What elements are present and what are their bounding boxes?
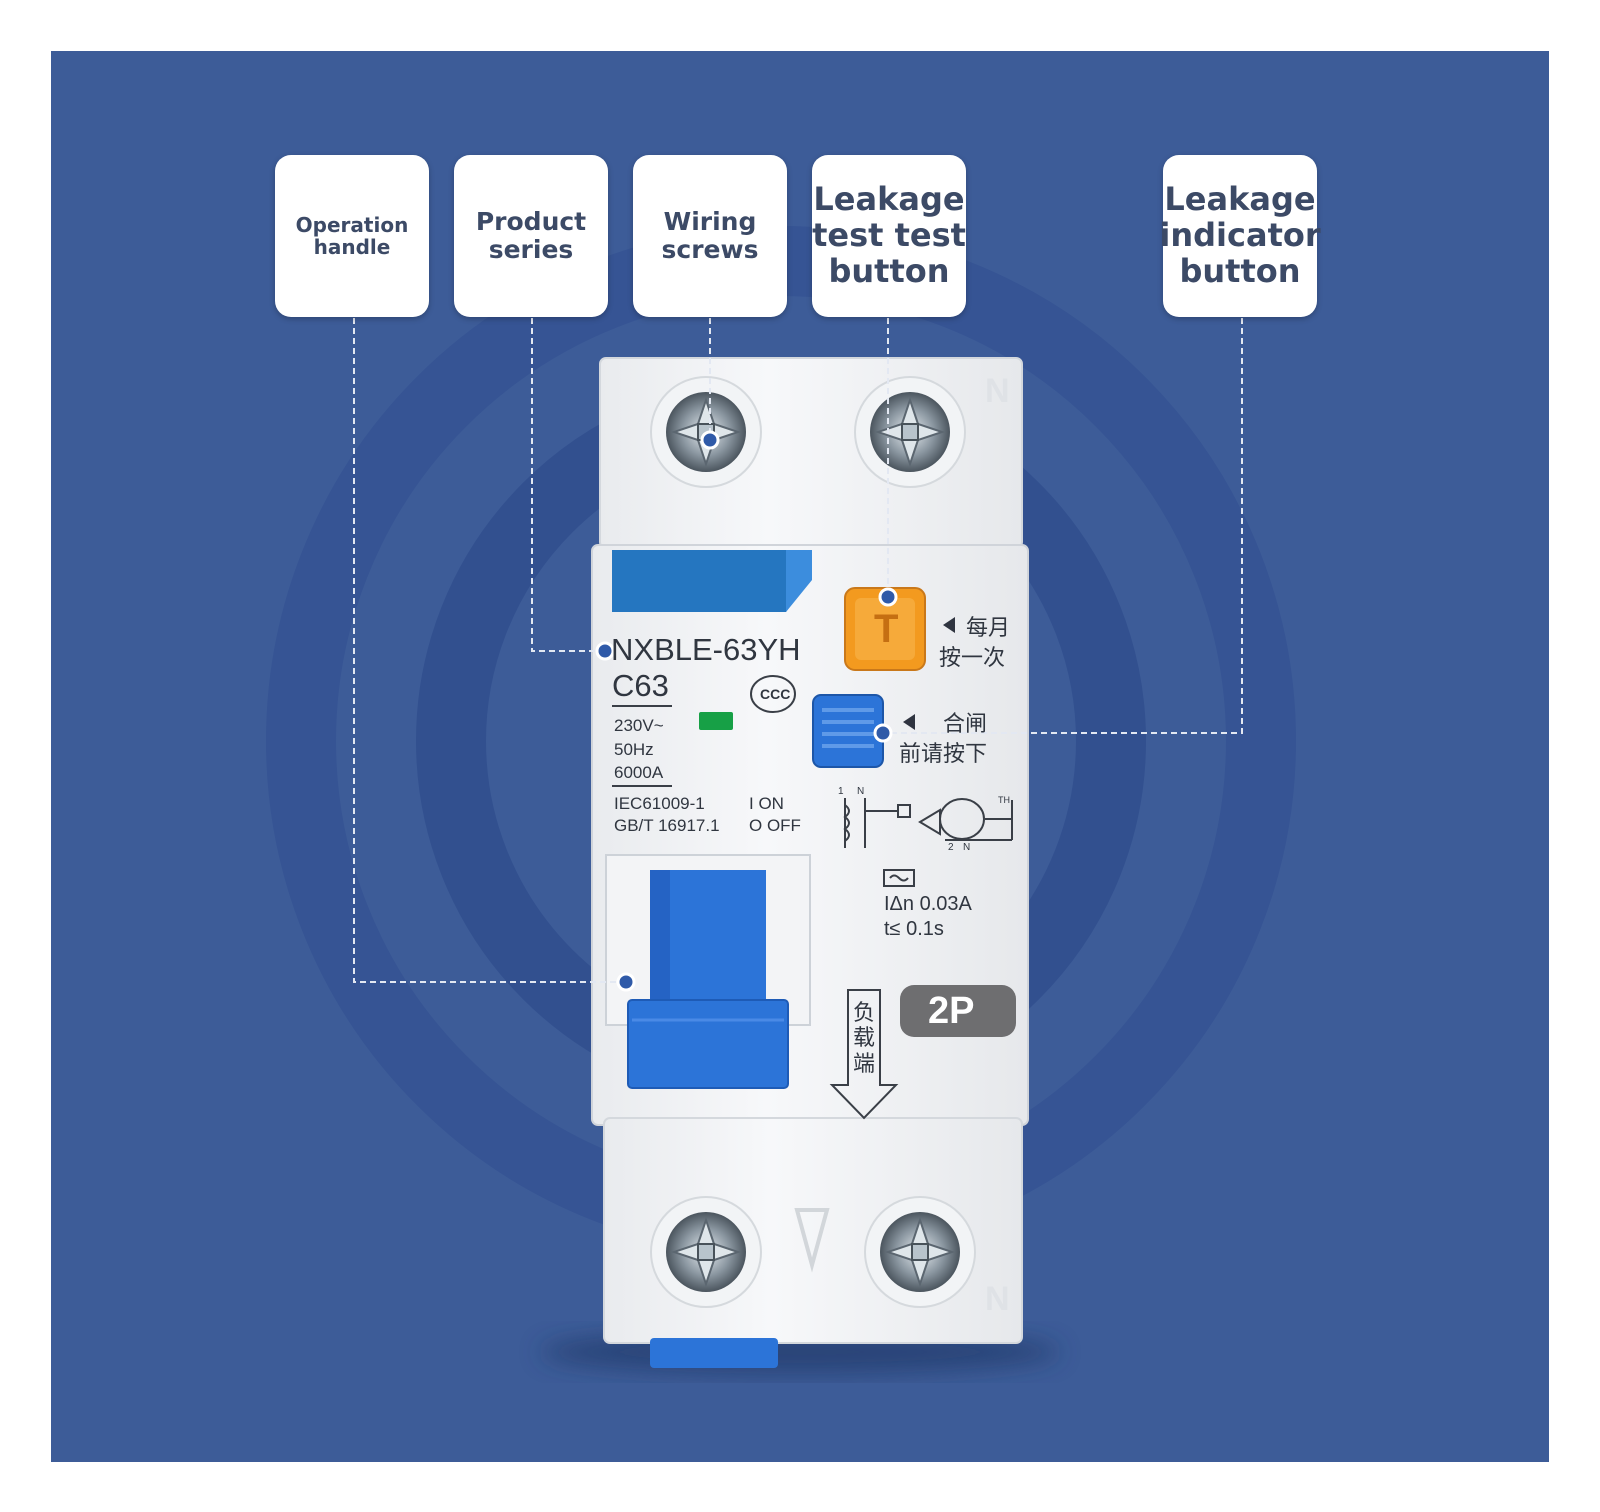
standard-gbt: GB/T 16917.1 — [614, 816, 720, 835]
test-note-line1: 每月 — [966, 615, 1011, 640]
down-triangle-icon — [794, 1208, 830, 1273]
brand-plate — [612, 550, 808, 612]
callout-product-series: Product series — [454, 155, 608, 317]
din-rail-clip — [650, 1338, 778, 1368]
top-right-screw — [854, 376, 966, 488]
terminal-1-label: 1 — [838, 786, 844, 797]
breaking-capacity: 6000A — [614, 763, 664, 782]
wiring-diagram — [843, 798, 1013, 848]
callout-leakage-test-button-text: Leakage test test button — [812, 180, 966, 290]
neutral-top-mark: N — [985, 372, 1010, 410]
arrow-left-icon — [943, 617, 955, 633]
status-indicator — [699, 712, 733, 730]
leader-dots — [595, 430, 898, 992]
terminal-n-top-label: N — [857, 786, 865, 797]
load-side-label: 负载端 — [853, 1000, 876, 1076]
ccc-mark-icon — [750, 675, 796, 713]
callout-leakage-indicator-button-text: Leakage indicator button — [1159, 180, 1321, 290]
poles-badge-bg — [900, 985, 1016, 1037]
neutral-bottom-mark: N — [985, 1280, 1010, 1318]
callout-product-series-text: Product series — [475, 207, 587, 264]
callout-operation-handle: Operation handle — [275, 155, 429, 317]
trip-time: t≤ 0.1s — [884, 918, 944, 940]
arrow-left-icon — [903, 714, 915, 730]
terminal-2-label: 2 — [948, 842, 954, 853]
poles-badge: 2P — [928, 990, 975, 1032]
terminal-n-bottom-label: N — [963, 842, 971, 853]
bottom-right-screw — [864, 1196, 976, 1308]
test-button-letter: T — [874, 607, 899, 651]
callout-leakage-indicator-button: Leakage indicator button — [1159, 155, 1321, 317]
ccc-mark-text: CCC — [760, 686, 791, 702]
reset-note-line1: 合闸 — [943, 711, 988, 736]
reset-note-line2: 前请按下 — [899, 741, 988, 766]
on-label: I ON — [749, 794, 784, 813]
current-rating: C63 — [612, 668, 669, 703]
ac-symbol-icon — [883, 869, 915, 887]
rated-frequency: 50Hz — [614, 740, 654, 759]
test-note-line2: 按一次 — [939, 645, 1006, 670]
leakage-test-button-graphic — [844, 587, 926, 671]
callout-operation-handle-text: Operation handle — [295, 212, 409, 259]
residual-current: IΔn 0.03A — [884, 893, 972, 915]
callout-wiring-screws-text: Wiring screws — [661, 207, 759, 264]
load-arrow-icon — [829, 989, 899, 1120]
test-circuit-label: TH — [998, 795, 1010, 805]
bottom-left-screw — [650, 1196, 762, 1308]
leader-lines — [353, 318, 1243, 983]
standard-iec: IEC61009-1 — [614, 794, 705, 813]
leakage-indicator-button-graphic — [812, 694, 884, 768]
callout-wiring-screws: Wiring screws — [633, 155, 787, 317]
operation-handle-graphic — [627, 870, 789, 1089]
rated-voltage: 230V~ — [614, 716, 664, 735]
model-number: NXBLE-63YH — [611, 632, 801, 667]
callout-leakage-test-button: Leakage test test button — [812, 155, 966, 317]
off-label: O OFF — [749, 816, 801, 835]
